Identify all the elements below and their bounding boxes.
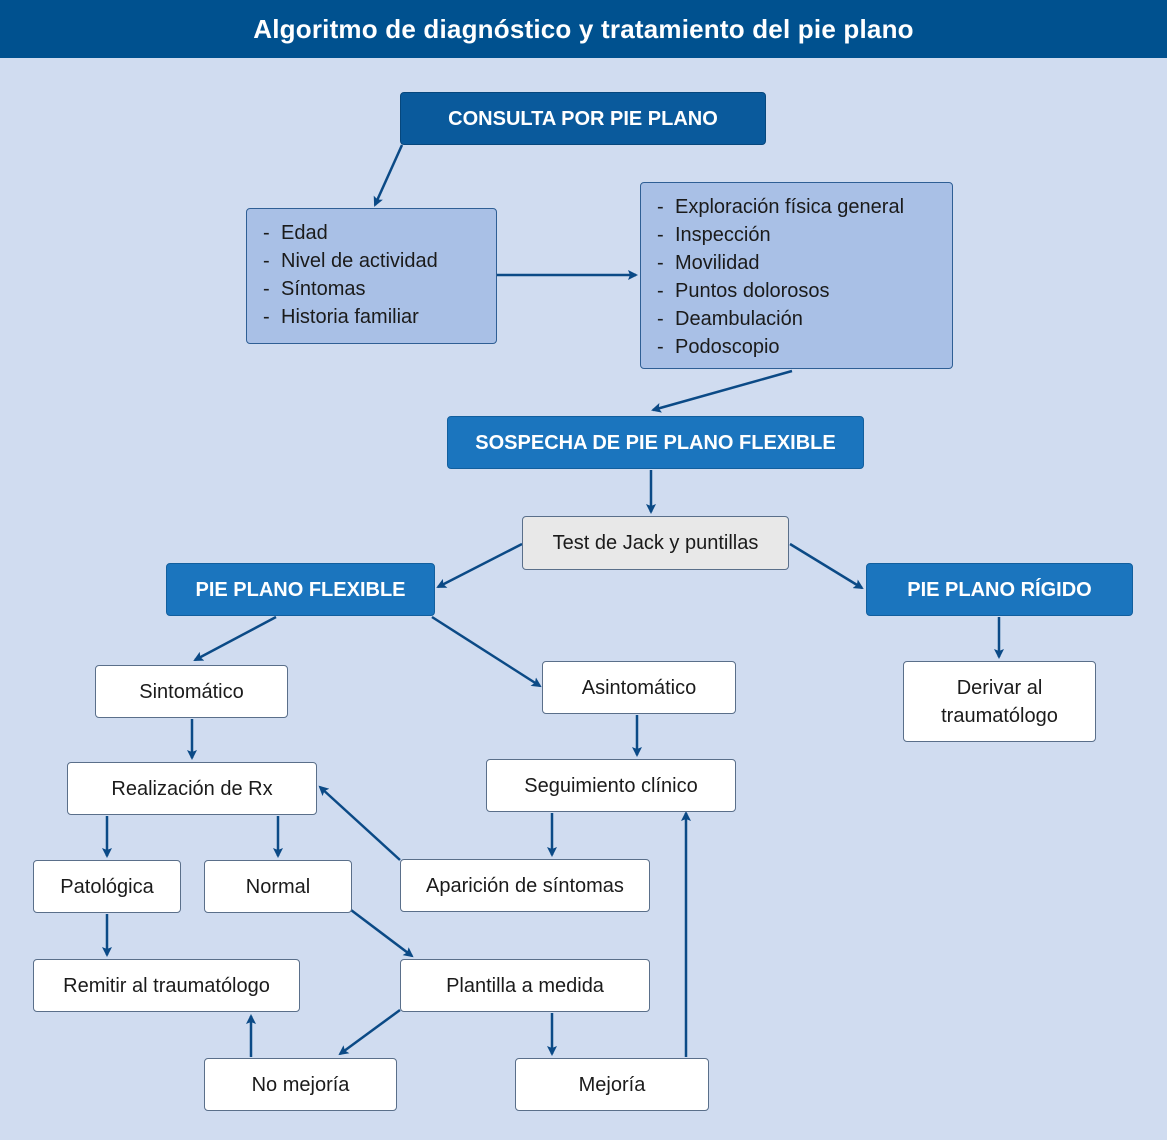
list-item: -Inspección (657, 224, 771, 246)
seguimiento-label: Seguimiento clínico (524, 774, 698, 797)
list-item: -Nivel de actividad (263, 250, 438, 272)
remitir-label: Remitir al traumatólogo (63, 974, 270, 997)
patologica-label: Patológica (60, 875, 154, 898)
patologica-node: Patológica (33, 860, 181, 913)
list-item: -Podoscopio (657, 336, 780, 358)
asintomatico-label: Asintomático (581, 676, 697, 699)
plantilla-node: Plantilla a medida (400, 959, 650, 1012)
list-item: -Movilidad (657, 252, 760, 274)
anamnesis-list: -Edad -Nivel de actividad -Síntomas -His… (263, 219, 438, 331)
derivar-label-line2: traumatólogo (941, 704, 1058, 727)
arrow-aparicion-rx (318, 785, 401, 861)
derivar-node: Derivar al traumatólogo (903, 661, 1096, 742)
consulta-node: CONSULTA POR PIE PLANO (400, 92, 766, 145)
no-mejoria-node: No mejoría (204, 1058, 397, 1111)
list-item: -Deambulación (657, 308, 803, 330)
sintomatico-label: Sintomático (139, 680, 244, 703)
arrow-consulta-anamnesis (373, 144, 404, 207)
list-item: -Exploración física general (657, 196, 905, 218)
consulta-label: CONSULTA POR PIE PLANO (448, 107, 718, 130)
plantilla-label: Plantilla a medida (446, 974, 604, 997)
arrow-plantilla-nomejoria (338, 1008, 401, 1056)
asintomatico-node: Asintomático (542, 661, 736, 714)
arrow-normal-plantilla (350, 909, 414, 958)
test-label: Test de Jack y puntillas (552, 532, 759, 554)
arrow-test-rigido (789, 542, 864, 590)
exploracion-list: -Exploración física general -Inspección … (657, 193, 904, 361)
arrow-flexible-asintomatico (431, 615, 542, 688)
rx-label: Realización de Rx (111, 777, 273, 800)
anamnesis-node: -Edad -Nivel de actividad -Síntomas -His… (246, 208, 497, 344)
normal-node: Normal (204, 860, 352, 913)
flexible-node: PIE PLANO FLEXIBLE (166, 563, 435, 616)
derivar-label-line1: Derivar al (956, 676, 1043, 699)
no-mejoria-label: No mejoría (251, 1073, 350, 1096)
page-title: Algoritmo de diagnóstico y tratamiento d… (0, 0, 1167, 58)
list-item: -Puntos dolorosos (657, 280, 830, 302)
arrow-exploracion-sospecha (651, 369, 793, 413)
sintomatico-node: Sintomático (95, 665, 288, 718)
seguimiento-node: Seguimiento clínico (486, 759, 736, 812)
flexible-label: PIE PLANO FLEXIBLE (195, 578, 406, 601)
sospecha-node: SOSPECHA DE PIE PLANO FLEXIBLE (447, 416, 864, 469)
rigido-label: PIE PLANO RÍGIDO (907, 578, 1092, 601)
exploracion-node: -Exploración física general -Inspección … (640, 182, 953, 369)
sospecha-label: SOSPECHA DE PIE PLANO FLEXIBLE (475, 431, 836, 454)
list-item: -Síntomas (263, 278, 366, 300)
normal-label: Normal (245, 875, 311, 898)
test-node: Test de Jack y puntillas (522, 516, 789, 570)
list-item: -Edad (263, 222, 328, 244)
list-item: -Historia familiar (263, 306, 419, 328)
arrow-test-flexible (436, 542, 523, 589)
aparicion-node: Aparición de síntomas (400, 859, 650, 912)
mejoria-node: Mejoría (515, 1058, 709, 1111)
rx-node: Realización de Rx (67, 762, 317, 815)
arrow-flexible-sintomatico (193, 615, 277, 662)
rigido-node: PIE PLANO RÍGIDO (866, 563, 1133, 616)
mejoria-label: Mejoría (578, 1073, 646, 1096)
aparicion-label: Aparición de síntomas (426, 874, 624, 897)
remitir-node: Remitir al traumatólogo (33, 959, 300, 1012)
